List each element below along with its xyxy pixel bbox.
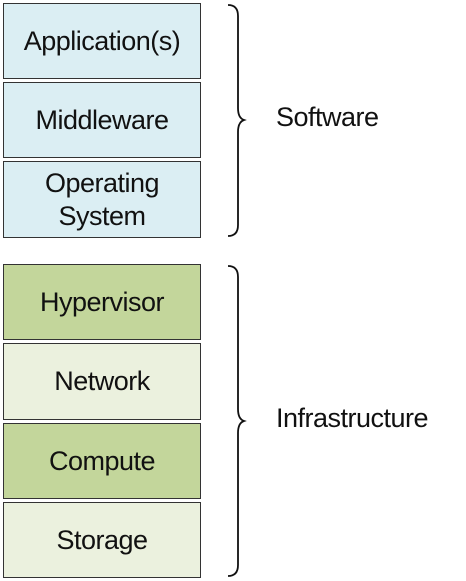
software-group-label: Software [276,102,379,132]
layer-network-label: Network [54,366,150,397]
layer-operating-system: Operating System [3,161,201,238]
layer-applications: Application(s) [3,3,201,79]
layer-hypervisor-label: Hypervisor [39,286,165,317]
layer-middleware: Middleware [3,82,201,158]
layer-compute-label: Compute [48,445,156,476]
layer-hypervisor: Hypervisor [3,264,201,340]
layer-applications-label: Application(s) [23,25,181,56]
infrastructure-brace [227,265,247,577]
layer-storage: Storage [3,502,201,578]
layer-storage-label: Storage [56,524,148,555]
software-brace [227,4,247,237]
layer-network: Network [3,343,201,420]
infrastructure-group-label: Infrastructure [276,403,429,433]
layer-middleware-label: Middleware [35,104,169,135]
layer-operating-system-label: Operating System [44,168,160,231]
layer-compute: Compute [3,423,201,499]
